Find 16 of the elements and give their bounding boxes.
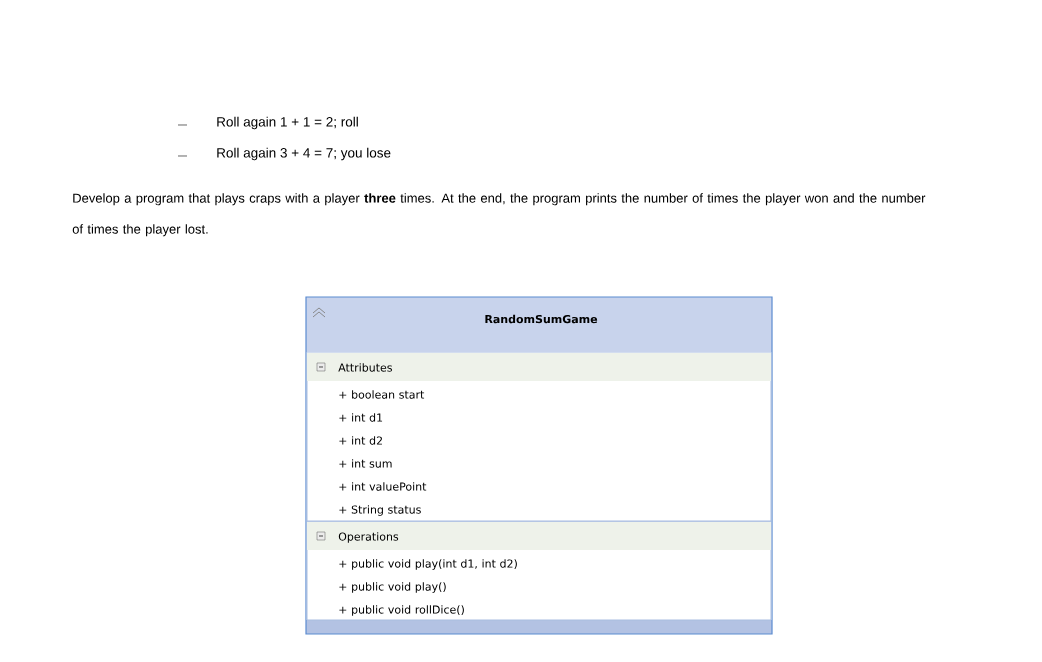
compartment-heading: Operations bbox=[338, 532, 399, 543]
paragraph: Develop a program that plays craps with a player three times. At the end, the program prints the number of times the player won and the number of times the player lost. bbox=[72, 193, 926, 237]
compartment-heading: Attributes bbox=[338, 363, 392, 372]
member-text: + boolean start bbox=[339, 390, 425, 399]
compartment bbox=[306, 352, 772, 522]
member-text: + int d1 bbox=[339, 413, 383, 422]
member-text: + int valuePoint bbox=[339, 482, 427, 491]
member-text: + String status bbox=[339, 505, 421, 516]
list-item: Roll again 3 + 4 = 7; you lose bbox=[217, 147, 391, 161]
member-text: + public void play(int d1, int d2) bbox=[339, 559, 517, 570]
member-text: + public void rollDice() bbox=[339, 605, 464, 616]
member-text: + int d2 bbox=[339, 436, 382, 445]
member-text: + public void play() bbox=[339, 582, 446, 593]
compartment bbox=[306, 521, 772, 621]
member-text: + int sum bbox=[339, 459, 392, 468]
list-item: Roll again 1 + 1 = 2; roll bbox=[217, 116, 358, 130]
